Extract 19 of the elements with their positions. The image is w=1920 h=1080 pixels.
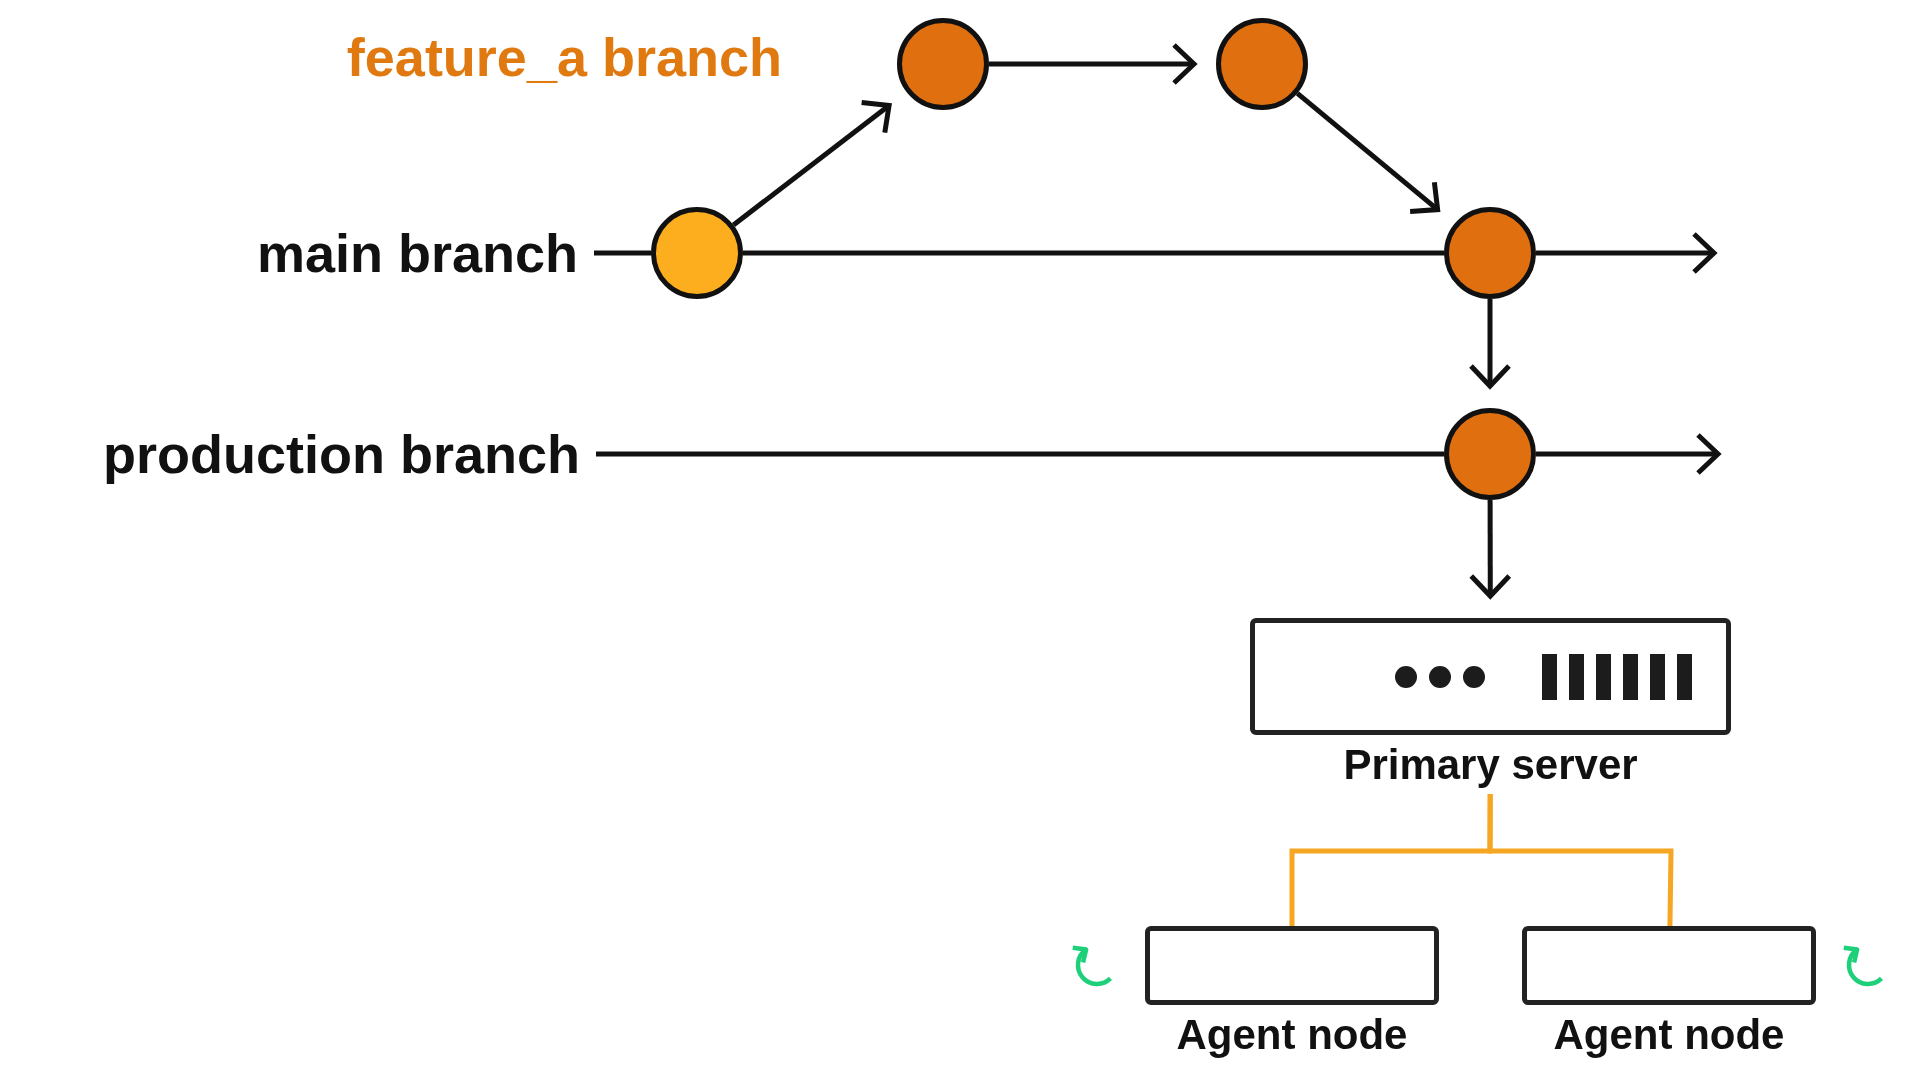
connector-line [1487,794,1674,927]
connector-line [596,451,1444,457]
connector-line [743,250,1444,256]
branch-label: production branch [103,423,580,485]
loop-arrow [1841,946,1883,987]
arrow [731,100,892,227]
branch-label: main branch [256,222,578,284]
arrow [1536,231,1717,275]
arrow [989,42,1197,86]
node-label: Primary server [1343,741,1638,789]
arrow [1468,500,1512,599]
arrow [1295,91,1441,214]
arrow [1536,432,1721,476]
connector-line [594,250,651,256]
node-label: Agent node [1553,1011,1785,1059]
branch-label: feature_a branch [346,26,782,88]
node-label: Agent node [1176,1011,1408,1059]
arrow [1468,299,1512,389]
loop-arrow [1070,946,1112,987]
